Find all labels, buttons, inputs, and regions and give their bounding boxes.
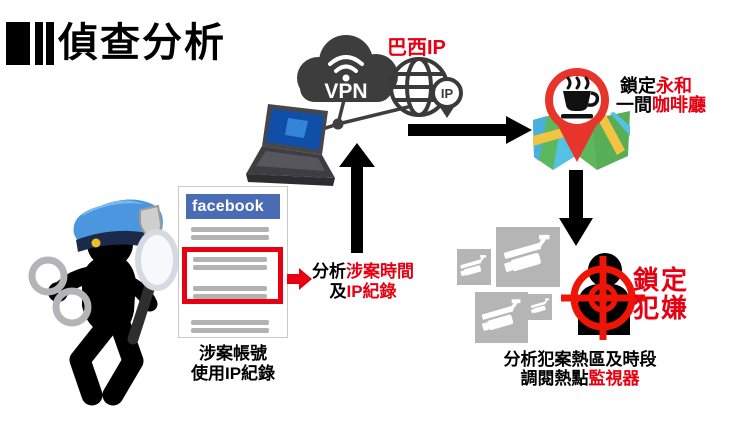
cafe-note-black2: 一間	[616, 95, 652, 115]
cafe-note: 鎖定永和 一間咖啡廳	[616, 77, 706, 115]
highlight-red-box	[182, 247, 283, 304]
cctv-caption-line2-red: 監視器	[588, 369, 640, 388]
doc-text-line	[191, 328, 269, 333]
suspect-note-line1: 鎖定	[633, 265, 690, 295]
map-pin-icon	[545, 68, 609, 162]
cafe-note-black1: 鎖定	[620, 76, 656, 96]
title-bar-thick	[6, 22, 30, 65]
title-bar-thin-2	[46, 22, 54, 65]
doc-text-line	[191, 227, 269, 232]
analysis-note-black1: 分析	[312, 262, 346, 281]
facebook-header: facebook	[186, 194, 280, 219]
fb-caption-line1: 涉案帳號	[199, 344, 267, 363]
cctv-caption-line2-black: 調閱熱點	[520, 369, 589, 388]
ip-pin-badge: IP	[431, 77, 463, 118]
cctv-caption: 分析犯案熱區及時段 調閱熱點監視器	[452, 350, 708, 388]
analysis-note-black2: 及	[329, 281, 347, 301]
doc-text-line	[191, 235, 269, 240]
doc-text-line	[193, 257, 267, 262]
map-pin-location	[533, 68, 630, 170]
vpn-label: VPN	[324, 80, 367, 103]
arrow-down-icon	[559, 170, 593, 246]
facebook-document: facebook	[178, 186, 288, 338]
doc-text-line	[193, 265, 267, 270]
suspect-note: 鎖定 犯嫌	[633, 266, 689, 322]
fb-caption: 涉案帳號 使用IP紀錄	[172, 344, 294, 384]
cctv-camera-icon	[528, 294, 552, 320]
vpn-cloud-icon: VPN	[297, 35, 398, 103]
suspect-note-line2: 犯嫌	[633, 293, 690, 323]
cafe-note-red2: 咖啡廳	[652, 95, 706, 115]
cctv-camera-icon	[457, 249, 491, 285]
coffee-cup-icon	[561, 76, 600, 119]
analysis-note-red2: IP紀錄	[346, 281, 397, 301]
ip-badge-label: IP	[441, 86, 454, 101]
arrow-up-icon	[339, 143, 375, 253]
brazil-ip-label: 巴西IP	[387, 37, 446, 59]
doc-text-line	[193, 294, 267, 299]
analysis-note: 分析涉案時間 及IP紀錄	[302, 262, 424, 301]
cctv-camera-icon	[475, 292, 528, 343]
fb-caption-line2: 使用IP紀錄	[190, 364, 276, 383]
handcuffs-icon	[28, 256, 92, 327]
red-arrow-icon	[287, 268, 312, 290]
title-bar-thin-1	[35, 22, 43, 65]
globe-icon: IP	[389, 57, 463, 118]
arrow-right-icon	[408, 116, 532, 144]
laptop-icon	[246, 104, 335, 186]
police-officer-icon	[28, 199, 179, 406]
magnifier-icon	[127, 229, 179, 345]
doc-text-line	[191, 320, 269, 325]
page-title: 偵查分析	[58, 21, 226, 65]
target-crosshair-icon	[561, 256, 645, 340]
wifi-icon	[328, 55, 364, 73]
doc-text-line	[193, 286, 267, 291]
cctv-caption-line1: 分析犯案熱區及時段	[503, 350, 657, 369]
cafe-note-red1: 永和	[656, 76, 692, 96]
cctv-camera-icon	[496, 227, 560, 287]
analysis-note-red1: 涉案時間	[346, 262, 414, 281]
